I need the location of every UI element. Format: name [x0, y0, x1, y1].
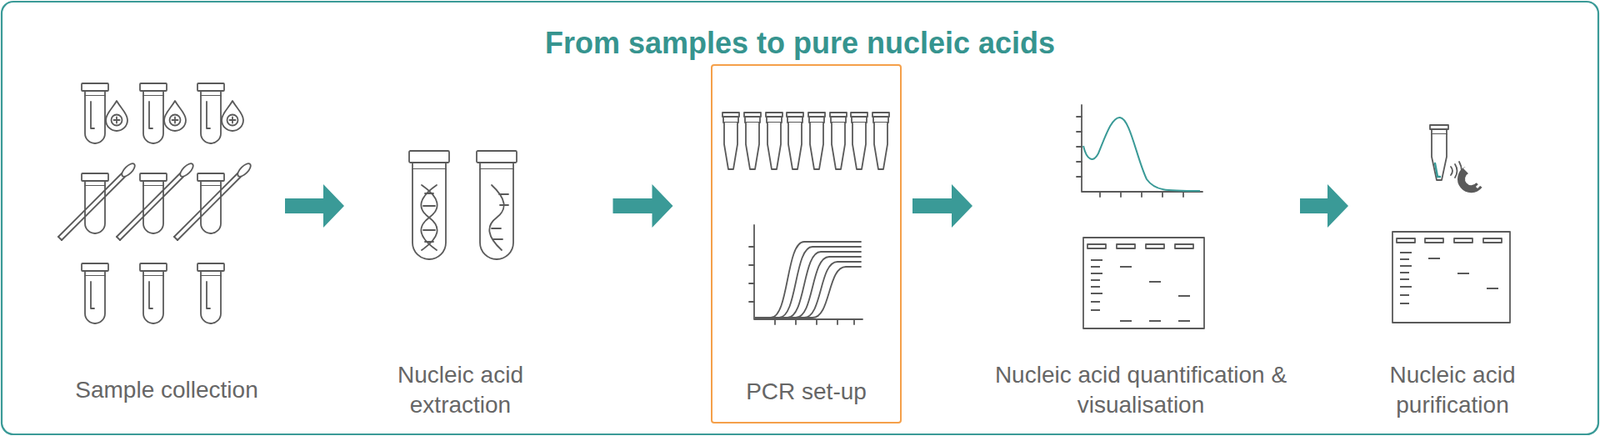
amplification-plot [749, 225, 863, 325]
rna-tube [476, 150, 517, 260]
process-step: Nucleic acid purification [1350, 64, 1555, 424]
process-step: Nucleic acid quantification & visualisat… [983, 64, 1299, 424]
step-label: Sample collection [54, 375, 280, 405]
agarose-gel [1083, 237, 1205, 329]
process-step: Nucleic acid extraction [345, 64, 575, 424]
step-label: Nucleic acid purification [1365, 360, 1540, 420]
magnetic-bead-tube [1430, 125, 1482, 190]
blood-tubes [81, 83, 244, 144]
swab-tubes [58, 161, 253, 240]
step-label: Nucleic acid quantification & visualisat… [986, 360, 1295, 420]
agarose-gel [1392, 231, 1510, 323]
process-step: Sample collection [50, 64, 284, 424]
flow-arrow [912, 184, 973, 228]
title: From samples to pure nucleic acids [0, 25, 1600, 62]
sample-tubes [81, 263, 225, 324]
flow-arrow [613, 184, 674, 228]
flow-arrow [285, 184, 345, 228]
dna-tube [409, 150, 450, 260]
step-label: Nucleic acid extraction [373, 360, 549, 420]
pcr-strip [722, 112, 890, 170]
flow-arrow [1300, 184, 1349, 228]
process-step: PCR set-up [710, 64, 902, 424]
step-label: PCR set-up [715, 376, 899, 407]
absorbance-spectrum [1076, 105, 1203, 197]
